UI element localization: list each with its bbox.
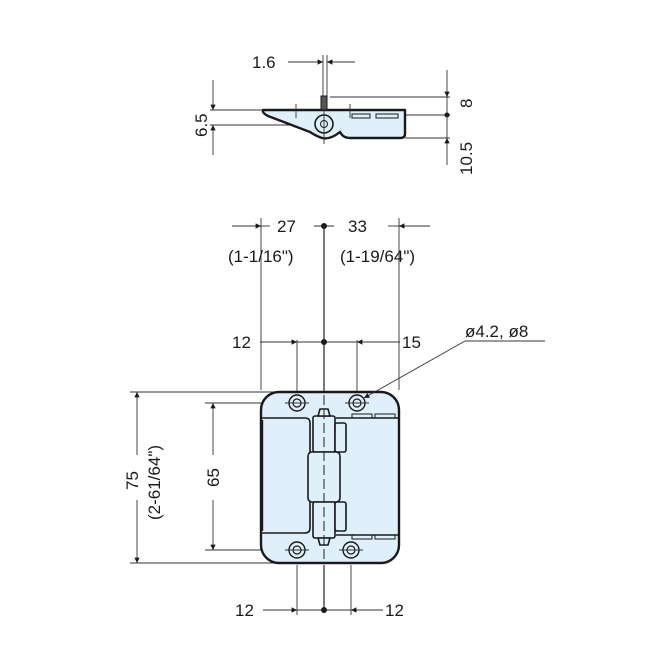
dim-overall-height-inch: (2-61/64") — [145, 445, 164, 520]
dim-left-width: 27 — [277, 217, 296, 236]
dim-bottom-offset: 10.5 — [457, 142, 476, 175]
hole-top-right — [345, 394, 369, 412]
dim-pin-width: 1.6 — [252, 53, 276, 72]
dim-top-hole-left: 12 — [232, 333, 251, 352]
dim-left-height: 6.5 — [192, 113, 211, 137]
hole-bottom-right — [339, 541, 363, 559]
dim-top-hole-right: 15 — [402, 333, 421, 352]
dim-right-width: 33 — [348, 217, 367, 236]
hole-bottom-left — [285, 541, 309, 559]
dim-top-offset: 8 — [457, 99, 476, 108]
hole-top-left — [285, 394, 309, 412]
dim-overall-height: 75 — [123, 471, 142, 490]
side-profile — [261, 108, 407, 140]
dim-left-width-inch: (1-1/16") — [228, 247, 294, 266]
side-view: 1.6 6.5 8 10.5 — [192, 53, 476, 175]
dim-bottom-hole-left: 12 — [235, 601, 254, 620]
dim-hole-spacing: 65 — [204, 468, 223, 487]
front-view: 27 33 (1-1/16") (1-19/64") 12 15 ø4.2, ø… — [123, 217, 545, 620]
dim-right-width-inch: (1-19/64") — [340, 247, 415, 266]
dim-bottom-hole-right: 12 — [385, 601, 404, 620]
dim-hole-spec: ø4.2, ø8 — [465, 322, 528, 341]
